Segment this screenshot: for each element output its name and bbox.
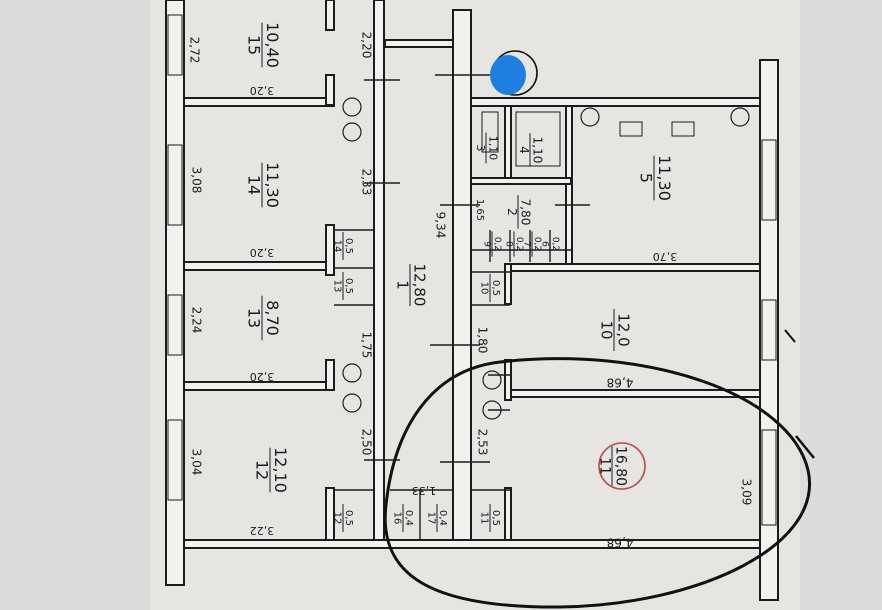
hand-drawn-circle-annotation — [383, 357, 812, 609]
dimension-253: 2,53 — [476, 429, 490, 456]
dimension-468b: 4,68 — [607, 536, 634, 550]
dimension-133: 1,33 — [412, 484, 437, 497]
room-number-3: 3 — [474, 145, 487, 152]
room-number-13: 13 — [245, 308, 264, 328]
dimension-272: 2,72 — [188, 37, 202, 64]
dimension-224: 2,24 — [190, 307, 204, 334]
room-number-11a: 11 — [479, 512, 490, 525]
room-number-17: 17 — [426, 512, 437, 525]
room-area-14: 11,30 — [263, 162, 282, 208]
dimension-304: 3,04 — [190, 449, 204, 476]
room-area-13a: 0,5 — [343, 278, 354, 294]
room-area-17: 0,4 — [437, 510, 448, 526]
room-number-7: 7 — [522, 241, 532, 247]
room-area-11a: 0,5 — [490, 510, 501, 526]
left-exterior-wall — [165, 0, 185, 586]
room-area-6: 0,2 — [550, 237, 560, 251]
room-number-9: 9 — [482, 241, 492, 247]
room-number-14a: 14 — [332, 240, 343, 253]
dimension-308: 3,08 — [190, 167, 204, 194]
room-area-10a: 0,5 — [490, 280, 501, 296]
room-number-13a: 13 — [332, 280, 343, 293]
dimension-180: 1,80 — [476, 327, 490, 354]
room-area-3: 1,10 — [487, 136, 500, 161]
room-number-11: 11 — [596, 457, 612, 475]
dimension-165: 1,65 — [474, 199, 485, 221]
room-number-10: 10 — [597, 320, 615, 339]
blue-scribble-mark — [490, 50, 538, 96]
left-windows — [167, 14, 183, 501]
room-area-12: 12,10 — [271, 447, 290, 493]
right-windows — [761, 139, 777, 526]
room-number-12a: 12 — [332, 512, 343, 525]
room-number-1: 1 — [393, 280, 411, 290]
room-area-8: 0,2 — [514, 237, 524, 251]
dimension-320a: 3,20 — [250, 84, 275, 97]
annotation-tick-small — [784, 329, 796, 343]
dimension-320c: 3,20 — [250, 370, 275, 383]
room-number-2: 2 — [505, 208, 519, 216]
dimension-468a: 4,68 — [607, 376, 634, 390]
room-area-11: 16,80 — [612, 446, 628, 486]
room-area-2: 7,80 — [519, 199, 533, 226]
room-area-9: 0,2 — [492, 237, 502, 251]
room-number-8: 8 — [504, 241, 514, 247]
dimension-233: 2,33 — [360, 169, 374, 196]
detail-lines — [334, 74, 590, 540]
partition-walls — [183, 0, 761, 549]
dimension-370: 3,70 — [653, 250, 678, 263]
room-area-16: 0,4 — [403, 510, 414, 526]
room-area-7: 0,2 — [532, 237, 542, 251]
room-number-14: 14 — [245, 175, 264, 195]
room-area-10: 12,0 — [615, 313, 633, 346]
door-symbols — [342, 97, 750, 420]
room-number-10a: 10 — [479, 282, 490, 295]
room-number-16: 16 — [392, 512, 403, 525]
dimension-175: 1,75 — [360, 332, 374, 359]
room-area-1: 12,80 — [411, 264, 429, 307]
right-exterior-wall — [759, 59, 779, 601]
dimension-320b: 3,20 — [250, 246, 275, 259]
room-number-4: 4 — [517, 146, 531, 154]
room-area-15: 10,40 — [263, 22, 282, 68]
dimension-322: 3,22 — [250, 524, 275, 537]
dimension-934: 9,34 — [434, 212, 448, 239]
room-number-15: 15 — [245, 35, 264, 55]
room-area-13: 8,70 — [263, 300, 282, 336]
dimension-220: 2,20 — [360, 32, 374, 59]
dimension-309: 3,09 — [740, 479, 754, 506]
room-area-5: 11,30 — [655, 155, 674, 201]
annotation-tick — [795, 435, 815, 459]
red-circle-mark — [598, 442, 646, 490]
dimension-250: 2,50 — [360, 429, 374, 456]
room-area-12a: 0,5 — [343, 510, 354, 526]
room-number-5: 5 — [637, 173, 656, 183]
room-number-6: 6 — [540, 241, 550, 247]
room-area-4: 1,10 — [531, 137, 545, 164]
room-number-12: 12 — [253, 460, 272, 480]
room-area-14a: 0,5 — [343, 238, 354, 254]
